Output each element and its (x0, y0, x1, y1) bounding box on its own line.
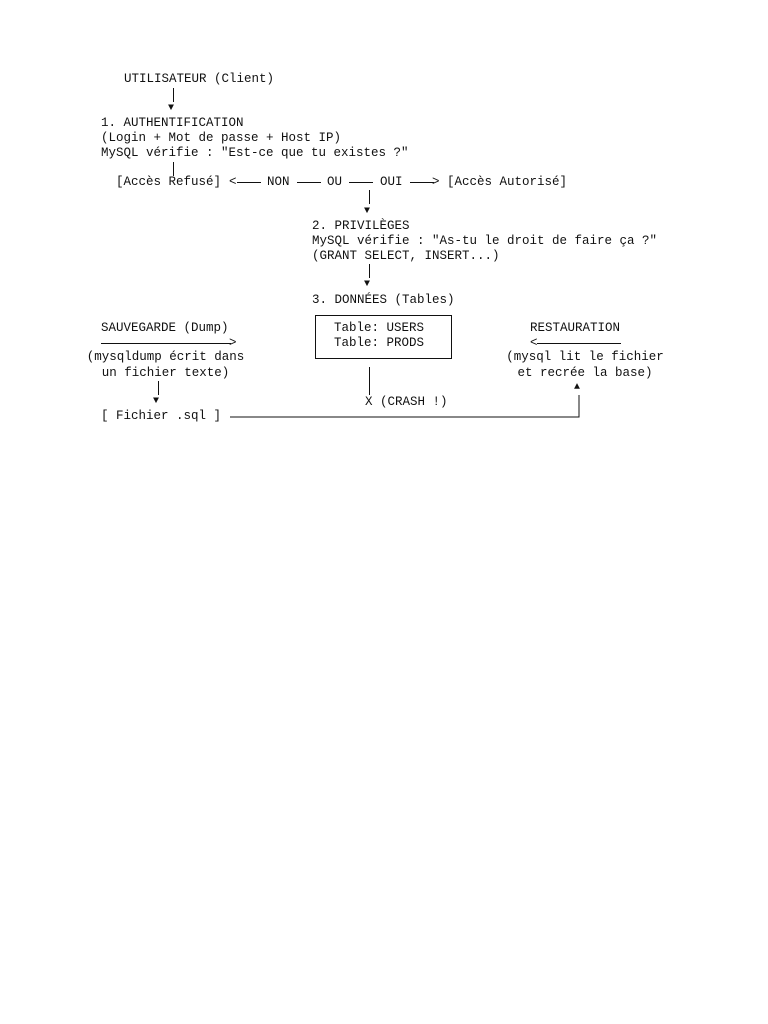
backup-title: SAUVEGARDE (Dump) (101, 321, 229, 335)
arrow-head-down-icon: ▼ (364, 279, 371, 290)
backup-detail-1: (mysqldump écrit dans (86, 350, 245, 364)
privileges-grant: (GRANT SELECT, INSERT...) (312, 249, 500, 263)
auth-check: MySQL vérifie : "Est-ce que tu existes ?… (101, 146, 409, 160)
table-prods-label: Table: PRODS (334, 336, 425, 350)
restore-detail-1: (mysql lit le fichier (506, 350, 664, 364)
arrow-line-backup-file (158, 381, 159, 395)
restore-title: RESTAURATION (530, 321, 621, 335)
access-refused-label: [Accès Refusé] (116, 175, 222, 189)
arrow-left-icon: < (530, 336, 538, 350)
privileges-check: MySQL vérifie : "As-tu le droit de faire… (312, 234, 658, 248)
crash-line (369, 367, 370, 395)
arrow-line-authorized (410, 182, 434, 183)
decision-or-label: OU (327, 175, 343, 189)
arrow-head-down-icon: ▼ (364, 206, 371, 217)
restore-detail-2: et recrée la base) (517, 366, 653, 380)
arrow-line-or-yes (349, 182, 373, 183)
backup-arrow-line (101, 343, 231, 344)
arrow-line-no-or (297, 182, 321, 183)
backup-detail-2: un fichier texte) (101, 366, 230, 380)
arrow-left-icon: < (229, 175, 237, 189)
arrow-line-auth-decision (173, 162, 174, 176)
arrow-head-down-icon: ▼ (168, 103, 175, 114)
arrow-line-to-privileges (369, 190, 370, 204)
arrow-head-down-icon: ▼ (153, 396, 160, 407)
sql-file-label: [ Fichier .sql ] (101, 409, 222, 423)
arrow-right-icon: > (432, 175, 440, 189)
restore-arrow-line (537, 343, 621, 344)
decision-yes-label: OUI (380, 175, 403, 189)
crash-label: X (CRASH !) (365, 395, 448, 409)
table-users-label: Table: USERS (334, 321, 425, 335)
decision-no-label: NON (267, 175, 290, 189)
tables-box (315, 315, 452, 359)
arrow-line-user-auth (173, 88, 174, 102)
arrow-right-icon: > (229, 336, 237, 350)
auth-title: 1. AUTHENTIFICATION (101, 116, 244, 130)
arrow-head-up-icon: ▲ (574, 382, 581, 393)
user-node-label: UTILISATEUR (Client) (124, 72, 275, 86)
auth-detail: (Login + Mot de passe + Host IP) (101, 131, 342, 145)
privileges-title: 2. PRIVILÈGES (312, 219, 410, 233)
arrow-line-to-data (369, 264, 370, 278)
access-authorized-label: [Accès Autorisé] (447, 175, 568, 189)
arrow-line-refused (237, 182, 261, 183)
data-title: 3. DONNÉES (Tables) (312, 293, 455, 307)
